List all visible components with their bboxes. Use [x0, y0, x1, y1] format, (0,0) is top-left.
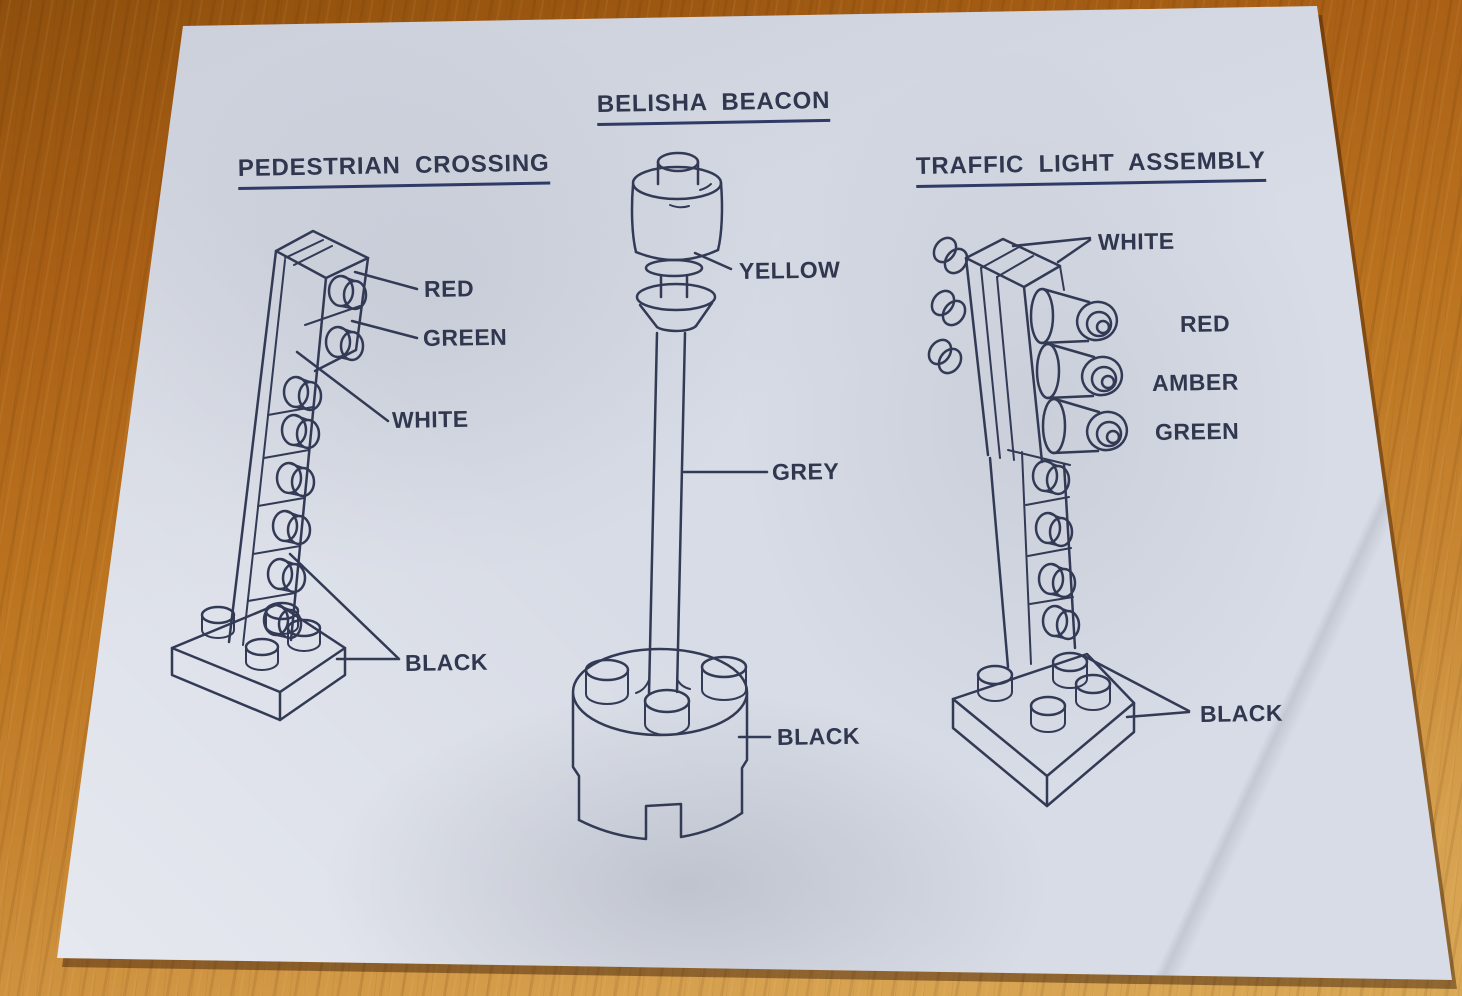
label-pedestrian-black: BLACK — [404, 648, 489, 676]
label-beacon-yellow: YELLOW — [738, 256, 841, 284]
label-beacon-black: BLACK — [776, 722, 861, 750]
belisha-beacon-drawing — [571, 151, 772, 841]
label-pedestrian-white: WHITE — [391, 405, 469, 433]
title-pedestrian-crossing: PEDESTRIAN CROSSING — [237, 149, 550, 190]
label-traffic-white: WHITE — [1097, 227, 1175, 255]
title-belisha-beacon: BELISHA BEACON — [596, 86, 831, 126]
label-traffic-black: BLACK — [1199, 699, 1284, 727]
label-traffic-green: GREEN — [1154, 417, 1240, 445]
label-pedestrian-green: GREEN — [422, 323, 508, 351]
pedestrian-crossing-drawing — [170, 229, 419, 722]
traffic-light-assembly-drawing — [927, 236, 1191, 808]
title-traffic-light-assembly: TRAFFIC LIGHT ASSEMBLY — [915, 146, 1267, 188]
label-pedestrian-red: RED — [423, 275, 475, 302]
label-traffic-amber: AMBER — [1151, 368, 1240, 396]
label-beacon-grey: GREY — [771, 457, 840, 485]
label-traffic-red: RED — [1179, 310, 1231, 337]
